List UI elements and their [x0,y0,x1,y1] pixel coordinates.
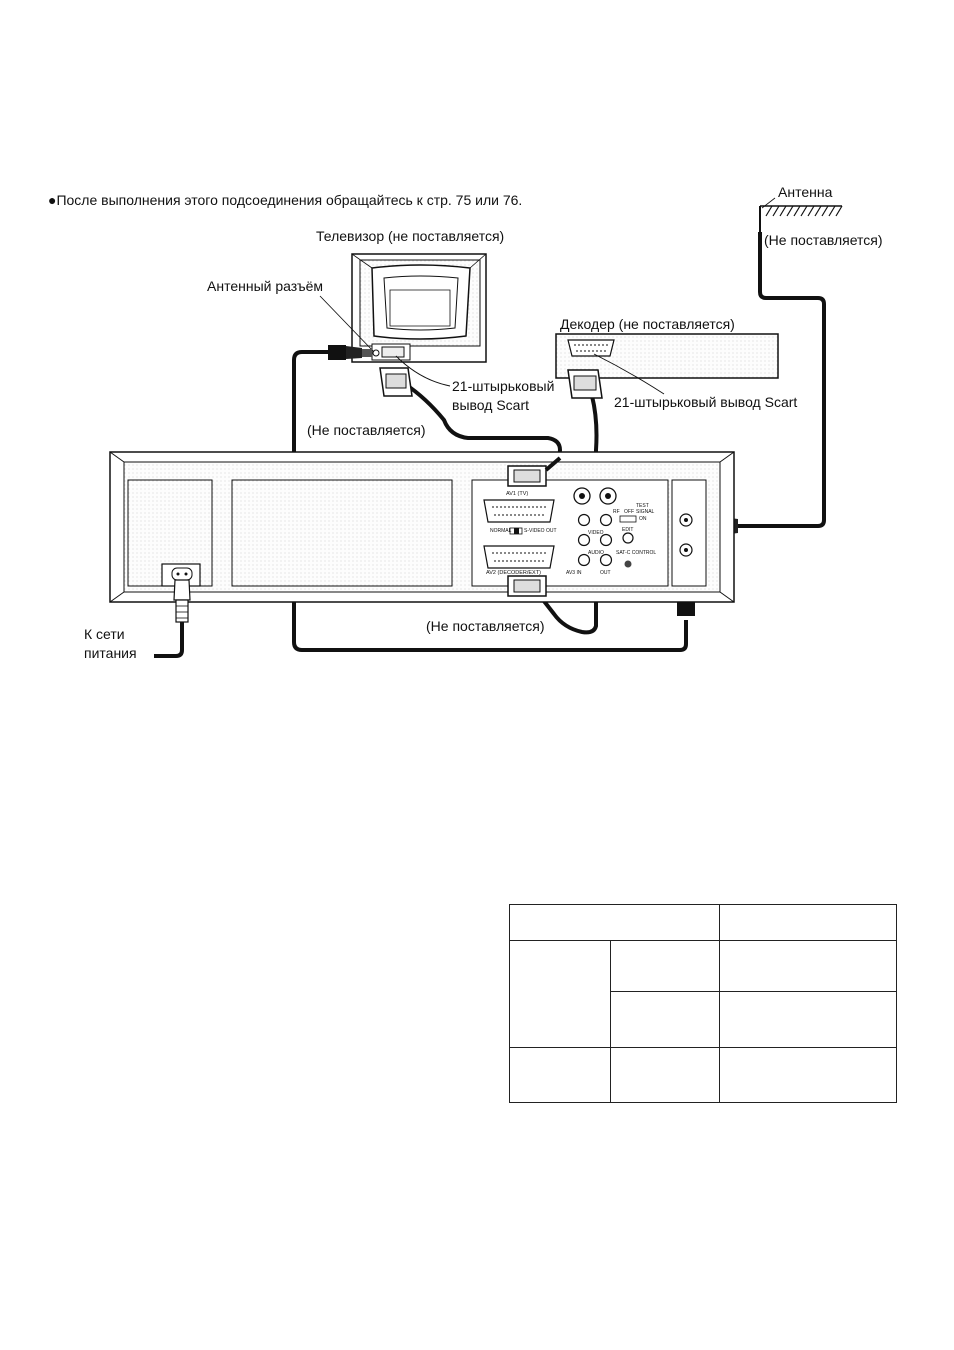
table-cell [509,904,720,941]
rf-cable [292,350,688,652]
power-cord [154,622,184,658]
signal-label: SIGNAL [636,509,655,515]
table-cell [509,940,611,1048]
off-label: OFF [624,509,634,515]
normal-label: NORMAL [490,528,512,534]
av1-label: AV1 (TV) [506,491,529,497]
sat-control-label: SAT-C CONTROL [616,550,657,556]
settings-table [509,904,897,1103]
audio-label: AUDIO [588,550,604,556]
scart-tv-label-line2: вывод Scart [452,397,529,413]
table-cell [719,991,897,1048]
scart-plug-av2 [507,575,547,597]
scart-decoder-label: 21-штырьковый вывод Scart [614,394,798,410]
scart-tv-label-line1: 21-штырьковый [452,378,555,394]
out-label: OUT [600,570,611,576]
table-cell [719,904,897,941]
av2-label: AV2 (DECODER/EXT) [486,570,541,576]
table-cell [509,1047,611,1103]
scart-plug-decoder [567,369,603,399]
tv-label: Телевизор (не поставляется) [316,228,505,244]
svideo-out-label: S-VIDEO OUT [524,528,557,534]
table-row [509,1047,897,1103]
scart-cable-tv [403,382,563,471]
mains-label-line2: питания [84,645,137,661]
table-cell [610,1047,720,1103]
cable-upper-not-supplied-label: (Не поставляется) [307,422,426,438]
vcr-rear-panel [109,451,735,603]
antenna-cable [738,232,826,528]
antenna-socket-label: Антенный разъём [207,278,324,294]
scart-cable-decoder [538,395,599,635]
connection-note: ●После выполнения этого подсоединения об… [48,192,523,208]
table-cell [719,939,897,993]
mains-label-line1: К сети [84,626,125,642]
video-label: VIDEO [588,530,604,536]
edit-label: EDIT [622,527,634,533]
cable-lower-not-supplied-label: (Не поставляется) [426,618,545,634]
antenna-icon [759,197,843,232]
table-row [510,991,897,1048]
table-cell [610,991,720,1048]
rf-plug-tv [328,345,372,360]
test-label: TEST [636,503,649,509]
table-cell [719,1047,897,1103]
scart-plug-av1 [507,456,562,487]
table-cell [610,939,720,993]
antenna-label: Антенна [778,184,833,200]
decoder-label: Декодер (не поставляется) [560,316,735,332]
on-label: ON [639,516,647,522]
power-plug [173,579,191,623]
scart-plug-tv [379,367,413,397]
rf-label: RF [613,509,620,515]
antenna-not-supplied-label: (Не поставляется) [764,232,883,248]
decoder-icon [555,333,779,379]
tv-icon [351,253,487,363]
table-row [509,904,897,941]
av3-in-label: AV3 IN [566,570,582,576]
table-row [509,939,897,1048]
